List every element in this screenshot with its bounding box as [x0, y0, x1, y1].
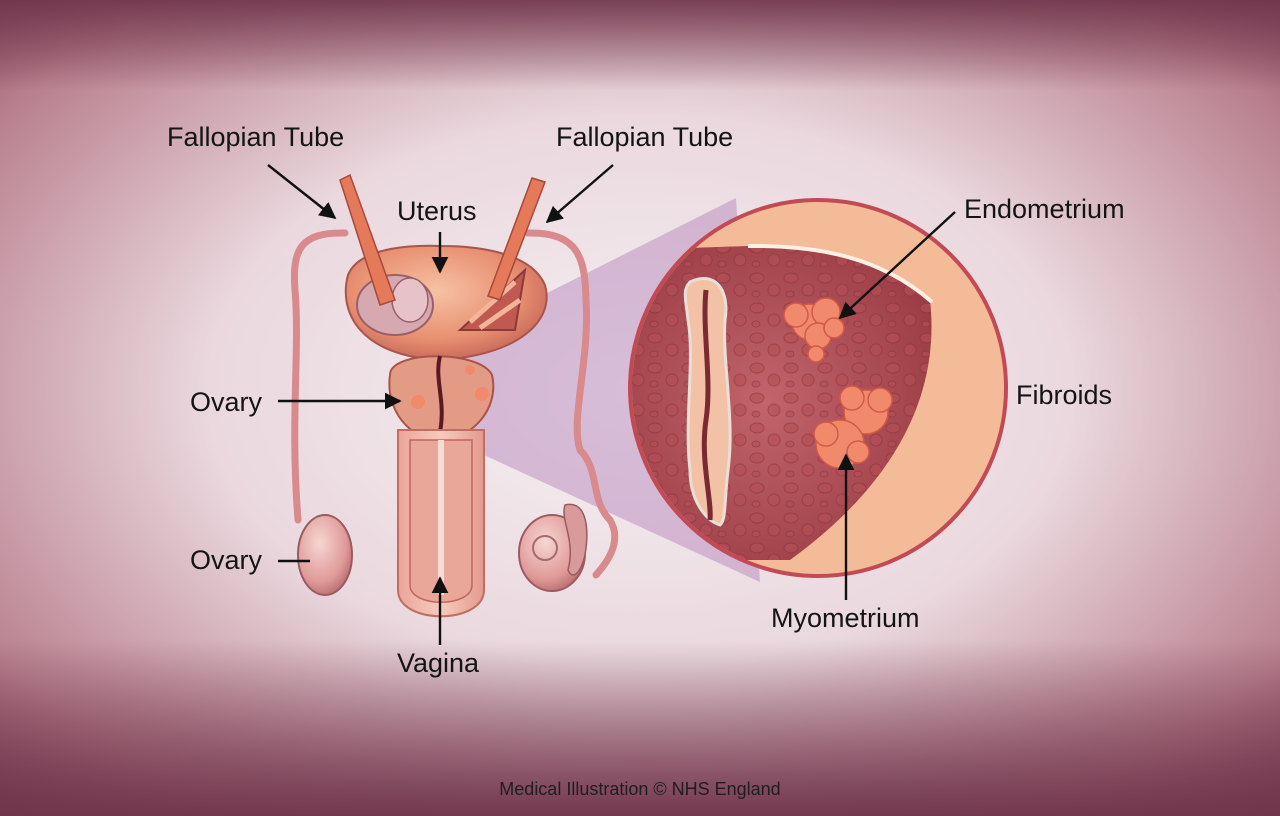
- label-ovary-upper: Ovary: [190, 387, 263, 417]
- ovary-right-illustration: [518, 503, 588, 592]
- label-fallopian-tube-left: Fallopian Tube: [167, 122, 345, 152]
- cervix-illustration: [388, 355, 495, 442]
- label-ovary-lower: Ovary: [190, 545, 263, 575]
- image-credit: Medical Illustration © NHS England: [499, 779, 781, 799]
- fallopian-tube-stalks: [339, 173, 546, 306]
- label-myometrium: Myometrium: [771, 603, 920, 633]
- label-vagina: Vagina: [397, 648, 480, 678]
- label-endometrium: Endometrium: [964, 194, 1125, 224]
- background-bottom-band: [0, 640, 1280, 816]
- label-fallopian-tube-right: Fallopian Tube: [556, 122, 734, 152]
- ovary-left-illustration: [297, 514, 353, 596]
- vagina-illustration: [397, 429, 485, 618]
- tube-ducts: [290, 229, 619, 579]
- label-fibroids: Fibroids: [1016, 380, 1113, 410]
- background-top-band: [0, 0, 1280, 90]
- magnified-circle: [628, 198, 1008, 578]
- fibroid-clusters: [783, 297, 893, 469]
- leader-arrows: [267, 164, 956, 645]
- label-uterus: Uterus: [397, 196, 477, 226]
